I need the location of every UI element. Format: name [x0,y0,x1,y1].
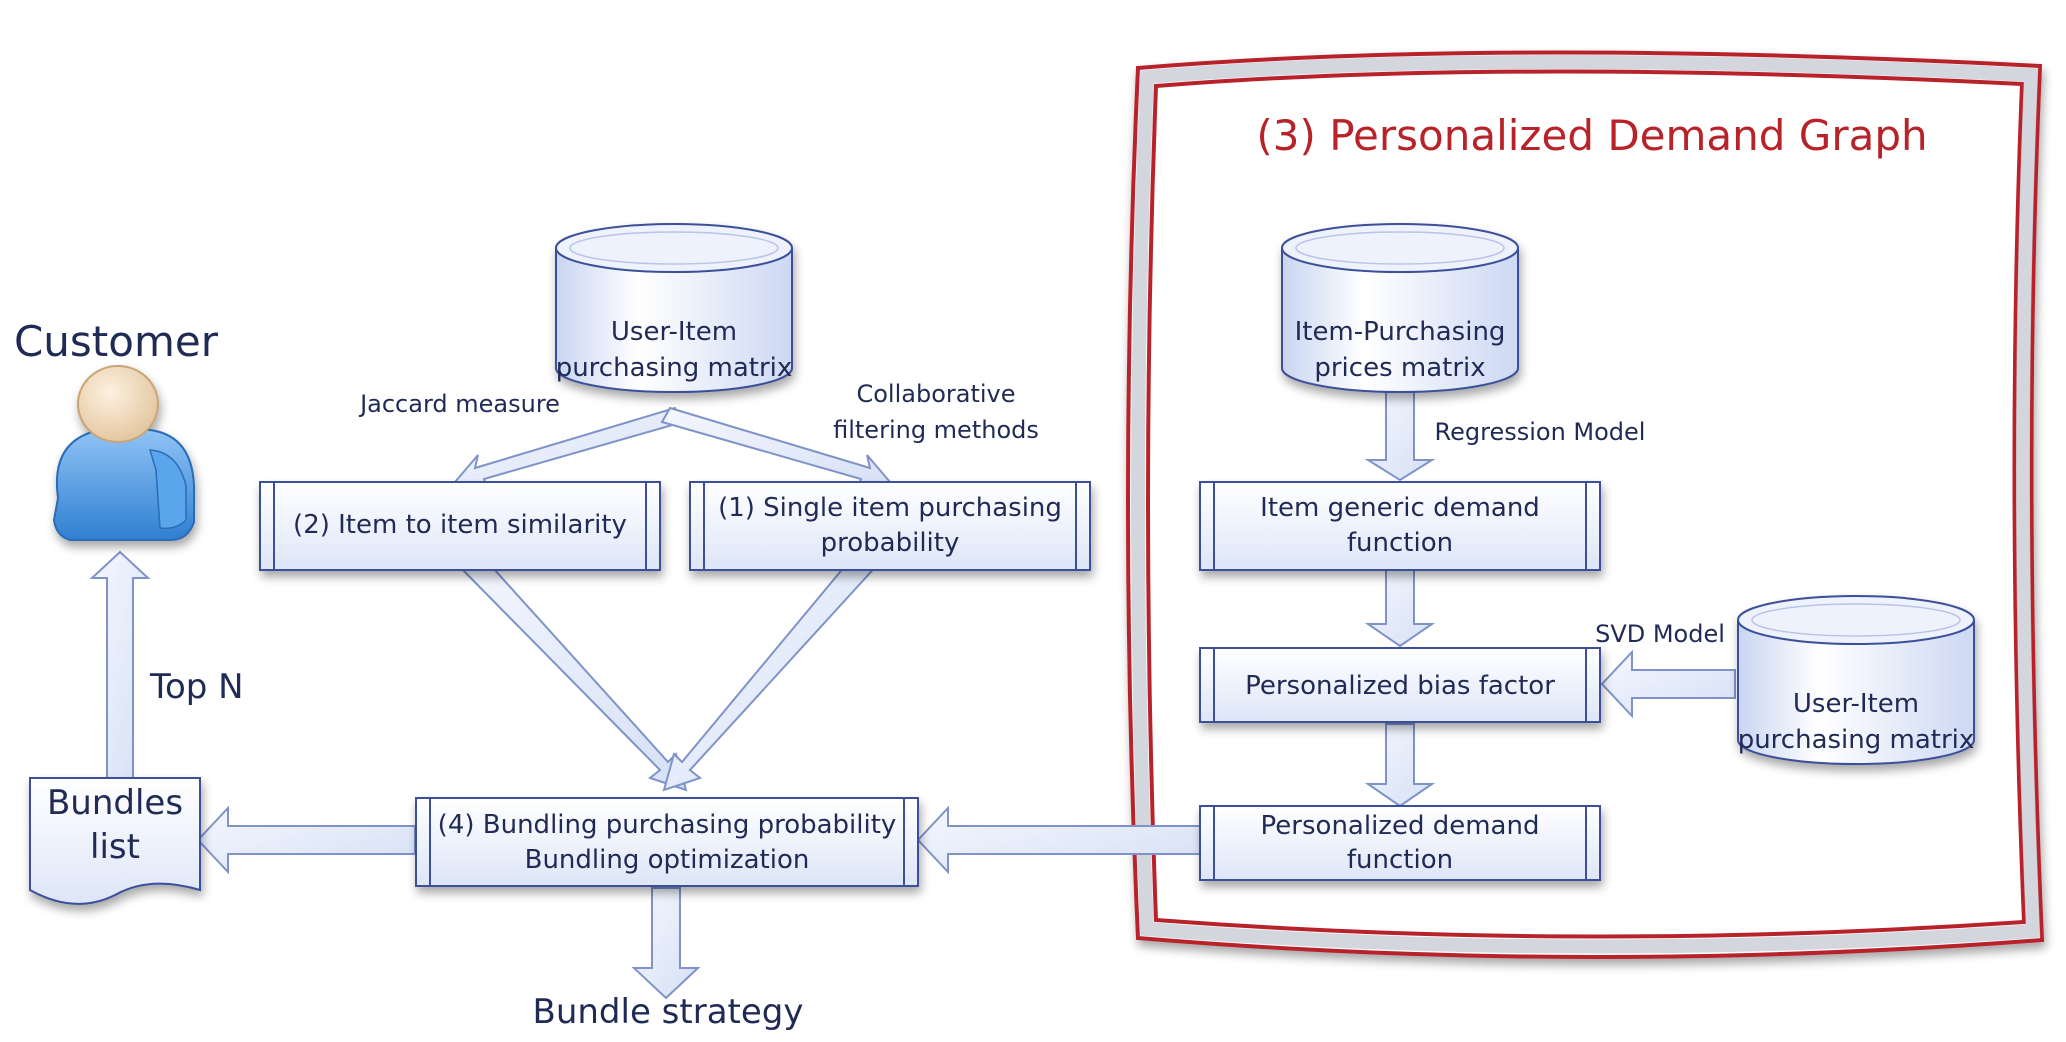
bias-to-demand-arrow [1364,723,1436,808]
box-single-item [689,481,1091,571]
db-right-line2: purchasing matrix [1738,725,1975,755]
collaborative-label-line2: filtering methods [833,416,1039,444]
customer-label: Customer [14,317,219,366]
arrows [89,391,1736,1000]
regression-arrow [1364,391,1436,482]
demand-to-bundling-arrow [916,805,1201,875]
top-n-label: Top N [149,667,244,707]
box-bundling-line2: Bundling optimization [525,845,810,875]
db-main-line1: User-Item [611,317,737,347]
box-personalized-demand [1199,805,1601,881]
svd-label: SVD Model [1595,620,1725,648]
generic-to-bias-arrow [1364,569,1436,648]
db-prices-line2: prices matrix [1314,353,1485,383]
box-generic-demand [1199,481,1601,571]
database-user-item-main [555,223,793,393]
regression-label: Regression Model [1435,418,1646,446]
bundle-strategy-label: Bundle strategy [533,992,804,1032]
bundles-list-document [29,777,201,905]
collaborative-label-line1: Collaborative [856,380,1015,408]
jaccard-arrow [453,406,685,492]
bundles-list-line1: Bundles [47,783,183,823]
single-to-bundling-arrow [662,546,882,792]
top-n-arrow [89,550,151,779]
box-bundling-line1: (4) Bundling purchasing probability [438,810,897,840]
box-item-similarity-label: (2) Item to item similarity [293,510,627,540]
box-personalized-demand-line2: function [1347,845,1453,875]
database-item-prices [1281,223,1519,393]
similarity-to-bundling-arrow [453,546,688,792]
db-prices-line1: Item-Purchasing [1295,317,1506,347]
box-personalized-demand-line1: Personalized demand [1261,811,1540,841]
frame-title: (3) Personalized Demand Graph [1256,111,1927,160]
db-main-line2: purchasing matrix [556,353,793,383]
to-strategy-arrow [631,887,701,1000]
box-bias-factor [1199,647,1601,723]
db-right-line1: User-Item [1793,689,1919,719]
box-generic-demand-line2: function [1347,528,1453,558]
customer-person-icon [52,365,196,541]
to-bundles-arrow [196,805,416,875]
box-generic-demand-line1: Item generic demand [1260,493,1540,523]
database-user-item-right [1737,595,1975,765]
box-item-similarity [259,481,661,571]
svd-arrow [1600,649,1736,719]
box-bundling [415,797,919,887]
box-single-item-line1: (1) Single item purchasing [718,493,1062,523]
jaccard-label: Jaccard measure [358,390,560,418]
bundles-list-line2: list [90,827,140,867]
box-single-item-line2: probability [821,528,960,558]
box-bias-factor-label: Personalized bias factor [1245,671,1555,701]
